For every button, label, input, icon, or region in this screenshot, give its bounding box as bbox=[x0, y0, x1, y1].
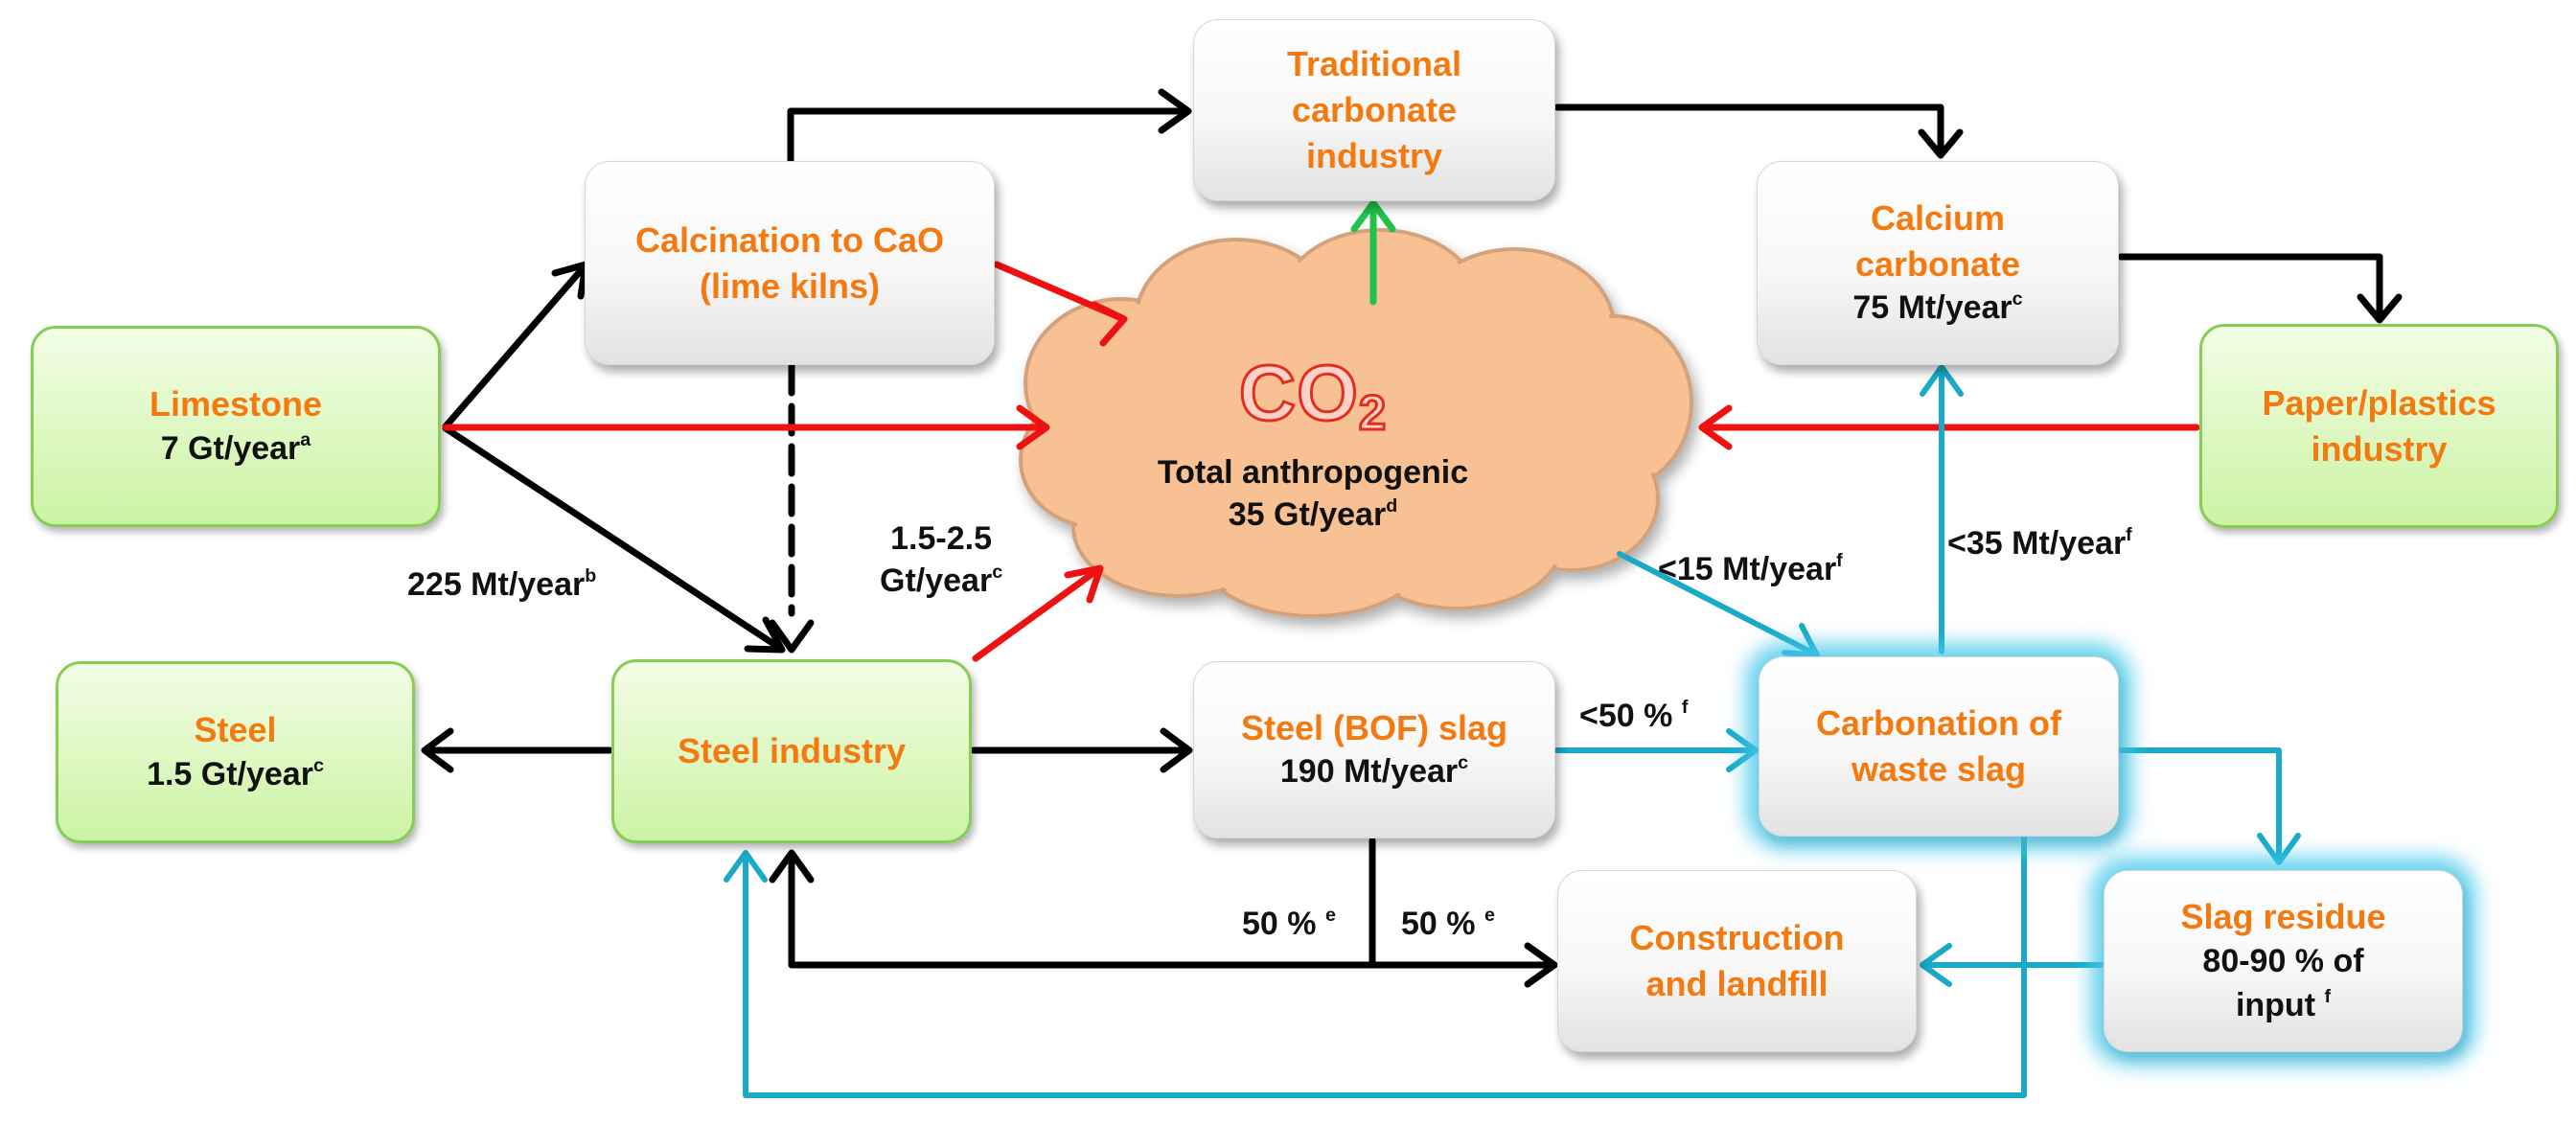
co2-label: CO2 Total anthropogenic 35 Gt/yeard bbox=[1073, 350, 1552, 536]
limestone-title: Limestone bbox=[149, 384, 323, 425]
label-slag-landfill: 50 % e bbox=[1401, 905, 1495, 942]
node-construction: Construction and landfill bbox=[1557, 870, 1917, 1052]
label-slag-to-carbonation: <50 % f bbox=[1579, 697, 1689, 734]
arrow-carbonation-to-carbonate bbox=[1920, 364, 1964, 654]
arrow-calcination-to-co2 bbox=[993, 261, 1128, 347]
slag-residue-title: Slag residue bbox=[2180, 897, 2386, 937]
paper-plastics-title-2: industry bbox=[2311, 428, 2448, 469]
calcination-title-1: Calcination to CaO bbox=[634, 219, 945, 260]
co2-symbol: CO2 bbox=[1237, 350, 1388, 441]
calcination-title-2: (lime kilns) bbox=[699, 265, 881, 306]
construction-title-1: Construction bbox=[1629, 918, 1845, 958]
node-steel-industry: Steel industry bbox=[611, 659, 972, 843]
arrow-limestone-to-calcination bbox=[442, 261, 589, 430]
paper-plastics-title-1: Paper/plastics bbox=[2262, 382, 2496, 423]
slag-residue-value-2: input f bbox=[2235, 986, 2332, 1023]
arrow-co2-to-carbonation bbox=[1617, 551, 1820, 658]
arrow-lime-to-traditional bbox=[787, 88, 1192, 167]
arrow-steel-industry-to-bof-slag bbox=[970, 727, 1193, 773]
calcium-carbonate-value: 75 Mt/yearc bbox=[1852, 288, 2023, 327]
construction-title-2: and landfill bbox=[1645, 964, 1828, 1003]
traditional-title-1: Traditional bbox=[1286, 44, 1462, 84]
carbonation-title-2: waste slag bbox=[1851, 749, 2027, 789]
arrow-carbonation-recycle-to-steel-industry bbox=[724, 833, 2027, 1098]
arrow-carbonation-to-slag-residue bbox=[2118, 747, 2301, 865]
arrow-co2-to-traditional bbox=[1350, 199, 1396, 306]
limestone-value: 7 Gt/yeara bbox=[160, 429, 311, 467]
arrow-bof-slag-split bbox=[769, 837, 1558, 988]
node-calcium-carbonate: Calcium carbonate 75 Mt/yearc bbox=[1757, 161, 2119, 365]
node-limestone: Limestone 7 Gt/yeara bbox=[31, 326, 441, 527]
steel-industry-title: Steel industry bbox=[677, 731, 907, 771]
node-carbonation: Carbonation of waste slag bbox=[1759, 656, 2119, 837]
arrow-carbonate-to-paper bbox=[2117, 253, 2403, 324]
arrow-slag-residue-to-construction bbox=[1920, 943, 2104, 987]
carbonation-title-1: Carbonation of bbox=[1816, 703, 2061, 744]
label-steel-co2: 1.5-2.5 Gt/yearc bbox=[880, 520, 1003, 600]
label-co2-capture: <15 Mt/yearf bbox=[1658, 550, 1843, 587]
node-bof-slag: Steel (BOF) slag 190 Mt/yearc bbox=[1193, 661, 1555, 838]
node-calcination: Calcination to CaO (lime kilns) bbox=[585, 161, 995, 365]
slag-residue-value-1: 80-90 % of bbox=[2202, 943, 2364, 980]
traditional-title-2: carbonate bbox=[1291, 90, 1458, 130]
bof-slag-title: Steel (BOF) slag bbox=[1240, 707, 1508, 747]
arrow-steel-industry-to-steel bbox=[421, 727, 613, 773]
arrow-steel-industry-to-co2 bbox=[972, 564, 1104, 662]
label-lime-to-steel: 225 Mt/yearb bbox=[407, 565, 597, 603]
arrow-limestone-to-co2 bbox=[442, 404, 1050, 450]
node-traditional-carbonate: Traditional carbonate industry bbox=[1193, 19, 1555, 201]
label-slag-to-carbonate: <35 Mt/yearf bbox=[1947, 524, 2132, 562]
co2-cloud-shape bbox=[1019, 228, 1693, 618]
steel-value: 1.5 Gt/yearc bbox=[147, 755, 324, 792]
label-slag-recycle: 50 % e bbox=[1242, 905, 1336, 942]
arrow-paper-to-co2 bbox=[1698, 404, 2200, 450]
bof-slag-value: 190 Mt/yearc bbox=[1279, 752, 1469, 791]
arrow-bof-slag-to-carbonation bbox=[1554, 728, 1759, 772]
calcium-carbonate-title-2: carbonate bbox=[1854, 243, 2021, 284]
calcium-carbonate-title-1: Calcium bbox=[1870, 197, 2006, 238]
arrow-calcination-head bbox=[769, 619, 815, 654]
traditional-title-3: industry bbox=[1305, 135, 1442, 175]
arrow-traditional-to-carbonate bbox=[1553, 103, 1964, 159]
steel-title: Steel bbox=[194, 710, 277, 750]
node-steel: Steel 1.5 Gt/yearc bbox=[56, 661, 415, 843]
co2-caption: Total anthropogenic 35 Gt/yeard bbox=[1157, 454, 1469, 534]
node-paper-plastics: Paper/plastics industry bbox=[2199, 324, 2559, 528]
node-slag-residue: Slag residue 80-90 % of input f bbox=[2104, 870, 2463, 1052]
arrow-limestone-to-steel-industry bbox=[442, 425, 786, 654]
